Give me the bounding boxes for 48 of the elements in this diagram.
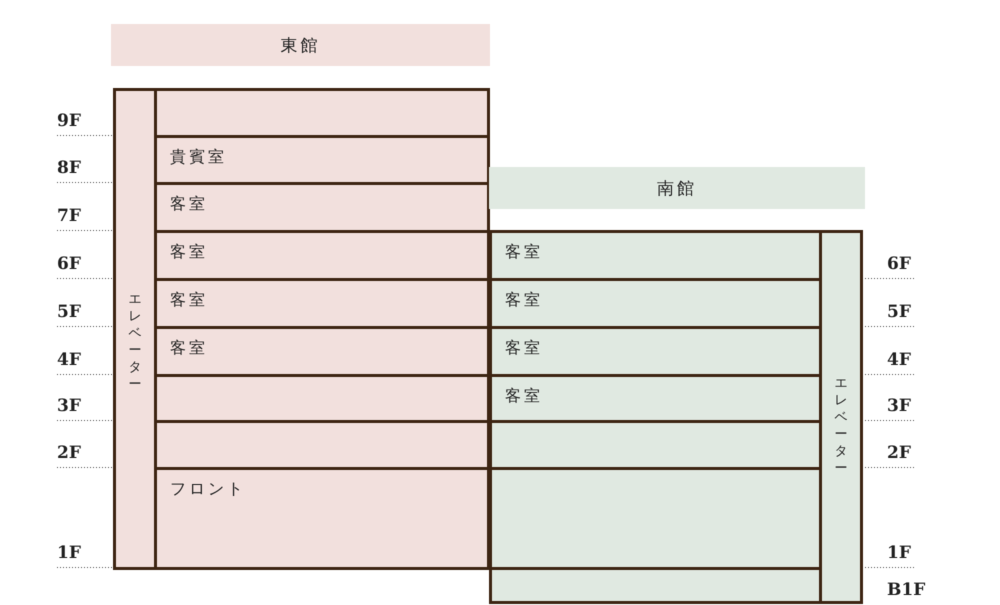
- room-label: 客室: [505, 290, 543, 311]
- floor-section: [154, 326, 490, 377]
- floor-section: [489, 467, 822, 570]
- floor-section: [154, 420, 490, 470]
- elevator-label: エレベーター: [834, 375, 848, 477]
- floor-number: 6F: [887, 254, 911, 274]
- floor-number: 5F: [887, 302, 911, 322]
- floor-number: 4F: [57, 350, 81, 370]
- floor-section: [489, 420, 822, 470]
- floor-number: 2F: [887, 443, 911, 463]
- room-label: 客室: [505, 242, 543, 263]
- building-name-band: 東館: [111, 24, 490, 66]
- elevator-shaft: [113, 88, 157, 570]
- floor-number: 3F: [57, 396, 81, 416]
- building-name-band: 南館: [489, 167, 865, 209]
- floor-number: 1F: [887, 543, 911, 563]
- floor-section: [154, 278, 490, 329]
- floor-section: [489, 230, 822, 281]
- floor-number: 4F: [887, 350, 911, 370]
- floor-section: [154, 182, 490, 233]
- room-label: 客室: [170, 338, 208, 359]
- floor-section: [489, 567, 822, 604]
- room-label: 客室: [170, 194, 208, 215]
- floor-number: B1F: [887, 580, 926, 600]
- elevator-shaft: [819, 230, 863, 604]
- room-label: フロント: [170, 479, 246, 500]
- floor-section: [489, 326, 822, 377]
- room-label: 貴賓室: [170, 147, 227, 168]
- floor-number: 2F: [57, 443, 81, 463]
- floor-number: 3F: [887, 396, 911, 416]
- room-label: 客室: [505, 386, 543, 407]
- room-label: 客室: [505, 338, 543, 359]
- floor-section: [489, 278, 822, 329]
- floor-section: [154, 135, 490, 185]
- floor-number: 1F: [57, 543, 81, 563]
- room-label: 客室: [170, 290, 208, 311]
- floor-section: [154, 374, 490, 423]
- floor-section: [489, 374, 822, 423]
- floor-section: [154, 88, 490, 138]
- floor-number: 7F: [57, 206, 81, 226]
- floor-number: 9F: [57, 111, 81, 131]
- elevator-label: エレベーター: [128, 291, 142, 393]
- floor-number: 6F: [57, 254, 81, 274]
- floor-number: 5F: [57, 302, 81, 322]
- floor-section: [154, 467, 490, 570]
- floor-section: [154, 230, 490, 281]
- floor-number: 8F: [57, 158, 81, 178]
- room-label: 客室: [170, 242, 208, 263]
